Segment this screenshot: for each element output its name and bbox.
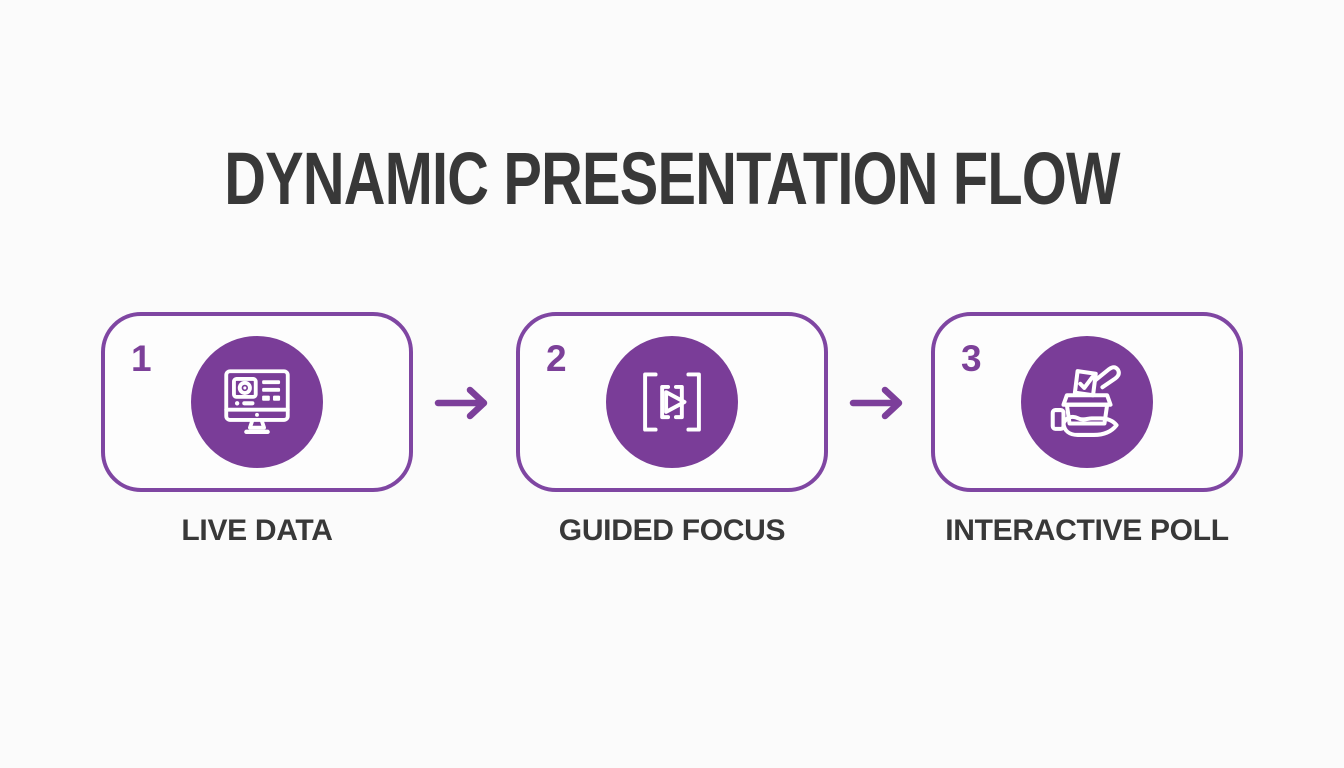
step-3-card: 3 [931,312,1243,492]
flow-arrow-2 [828,383,931,423]
monitor-dashboard-icon [224,369,290,435]
arrow-right-icon [849,386,902,420]
ballot-box-hand-icon [1050,365,1121,437]
step-interactive-poll: 3 [931,312,1243,548]
play-brackets-icon [643,372,701,432]
step-2-icon-circle [606,336,738,468]
step-2-card: 2 [516,312,828,492]
step-3-icon-circle [1021,336,1153,468]
step-label: INTERACTIVE POLL [945,514,1229,547]
flow-arrow-1 [413,383,516,423]
step-number: 3 [961,338,982,379]
step-live-data: 1 [101,312,413,548]
arrow-right-icon [434,386,487,420]
step-label: LIVE DATA [181,514,333,547]
step-number: 1 [131,338,152,379]
step-1-icon-circle [191,336,323,468]
page-title: DYNAMIC PRESENTATION FLOW [0,142,1344,216]
flow-row: 1 [0,312,1344,548]
step-1-card: 1 [101,312,413,492]
step-number: 2 [546,338,567,379]
step-guided-focus: 2 GUIDED FOCUS [516,312,828,548]
step-label: GUIDED FOCUS [558,514,786,547]
page-title-text: DYNAMIC PRESENTATION FLOW [224,137,1120,220]
